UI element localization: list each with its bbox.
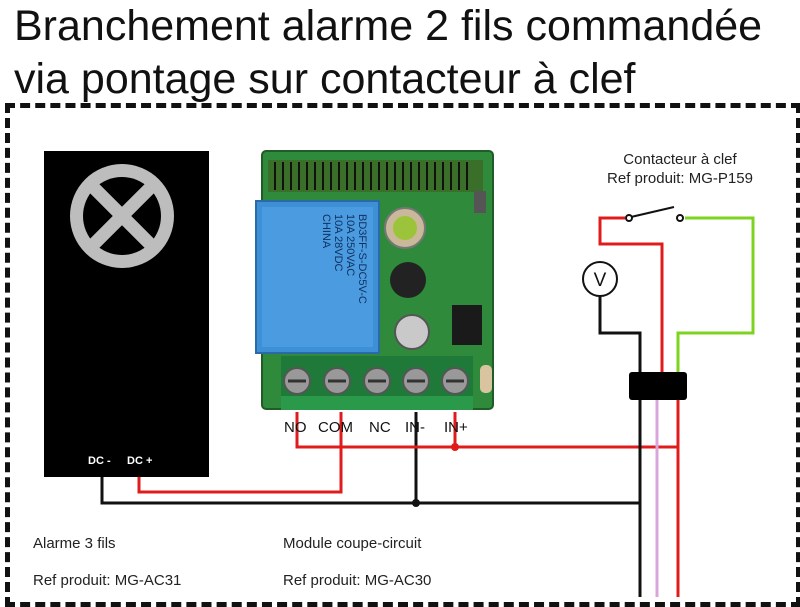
alarm-x-icon — [70, 164, 174, 268]
junction-positive — [451, 443, 459, 451]
relay-marking-4: CHINA — [320, 214, 332, 249]
keyswitch-symbol — [625, 206, 684, 222]
relay-marking: BD3FF-S-DC5V-C 10A 250VAC 10A 28VDC CHIN… — [268, 214, 368, 344]
wire-connector — [629, 372, 687, 400]
terminal-label-IN-minus: IN- — [405, 419, 425, 436]
relay-marking-3: 10A 28VDC — [332, 214, 344, 272]
dc-plus-label: DC + — [127, 455, 153, 467]
terminal-screw-COM — [323, 367, 351, 395]
dc-minus-label: DC - — [88, 455, 111, 467]
terminal-label-COM: COM — [318, 419, 353, 436]
terminal-screw-IN-minus — [402, 367, 430, 395]
wire-dc-minus-ground — [100, 477, 640, 505]
diagram-title-line1: Branchement alarme 2 fils commandée — [14, 2, 763, 50]
keyswitch-name: Contacteur à clef — [623, 151, 737, 168]
terminal-screw-NC — [363, 367, 391, 395]
relay-component — [255, 200, 380, 354]
diagram-title-line2: via pontage sur contacteur à clef — [14, 55, 636, 103]
wire-keyswitch-red — [598, 216, 664, 372]
terminal-label-NO: NO — [284, 419, 307, 436]
voltmeter-label: V — [594, 270, 607, 291]
module-ref: Ref produit: MG-AC30 — [283, 572, 432, 589]
wire-meter-black — [598, 293, 642, 372]
dashed-frame — [5, 103, 800, 607]
terminal-label-IN-plus: IN+ — [444, 419, 468, 436]
relay-marking-1: BD3FF-S-DC5V-C — [356, 214, 368, 304]
terminal-screw-NO — [283, 367, 311, 395]
module-name: Module coupe-circuit — [283, 535, 422, 552]
wire-keyswitch-green — [676, 216, 755, 372]
alarm-name: Alarme 3 fils — [33, 535, 116, 552]
wire-no-in-plus-bridge — [295, 412, 678, 449]
alarm-ref: Ref produit: MG-AC31 — [33, 572, 182, 589]
relay-marking-2: 10A 250VAC — [344, 214, 356, 277]
terminal-screw-IN-plus — [441, 367, 469, 395]
voltmeter-symbol: V — [582, 261, 618, 297]
junction-ground — [412, 499, 420, 507]
keyswitch-ref: Ref produit: MG-P159 — [607, 170, 753, 187]
wire-dc-plus-to-com — [137, 412, 343, 494]
terminal-label-NC: NC — [369, 419, 391, 436]
